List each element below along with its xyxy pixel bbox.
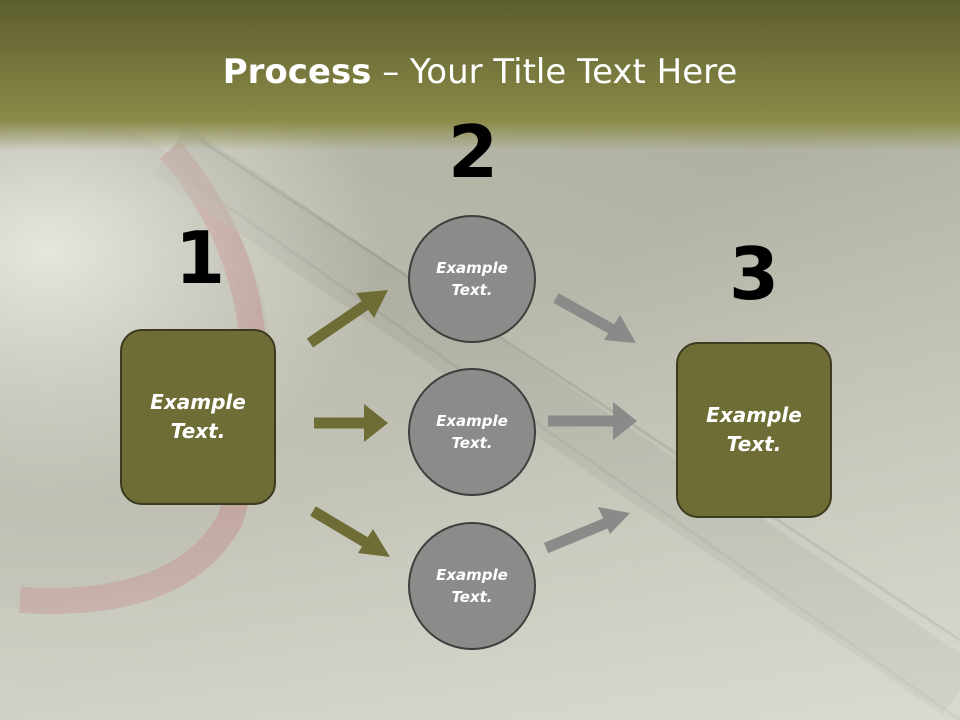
step-circle-bottom: Example Text.: [408, 522, 536, 650]
title-bar: [0, 0, 960, 150]
step-number-2: 2: [447, 110, 499, 194]
title-bold: Process: [222, 52, 372, 92]
step-circle-top: Example Text.: [408, 215, 536, 343]
arrow-box1-to-middle: [314, 404, 388, 442]
title-rest: – Your Title Text Here: [371, 52, 738, 92]
arrow-middle-to-box3: [548, 402, 637, 440]
step-circle-middle: Example Text.: [408, 368, 536, 496]
page-title: Process – Your Title Text Here: [0, 52, 960, 92]
arrow-top-to-box3: [553, 293, 636, 343]
step-number-1: 1: [174, 216, 226, 300]
step-box-3: Example Text.: [676, 342, 832, 518]
arrow-box1-to-bottom: [310, 506, 390, 557]
step-box-1: Example Text.: [120, 329, 276, 505]
arrow-bottom-to-box3: [543, 507, 630, 554]
step-number-3: 3: [728, 232, 780, 316]
arrow-box1-to-top: [306, 290, 388, 348]
